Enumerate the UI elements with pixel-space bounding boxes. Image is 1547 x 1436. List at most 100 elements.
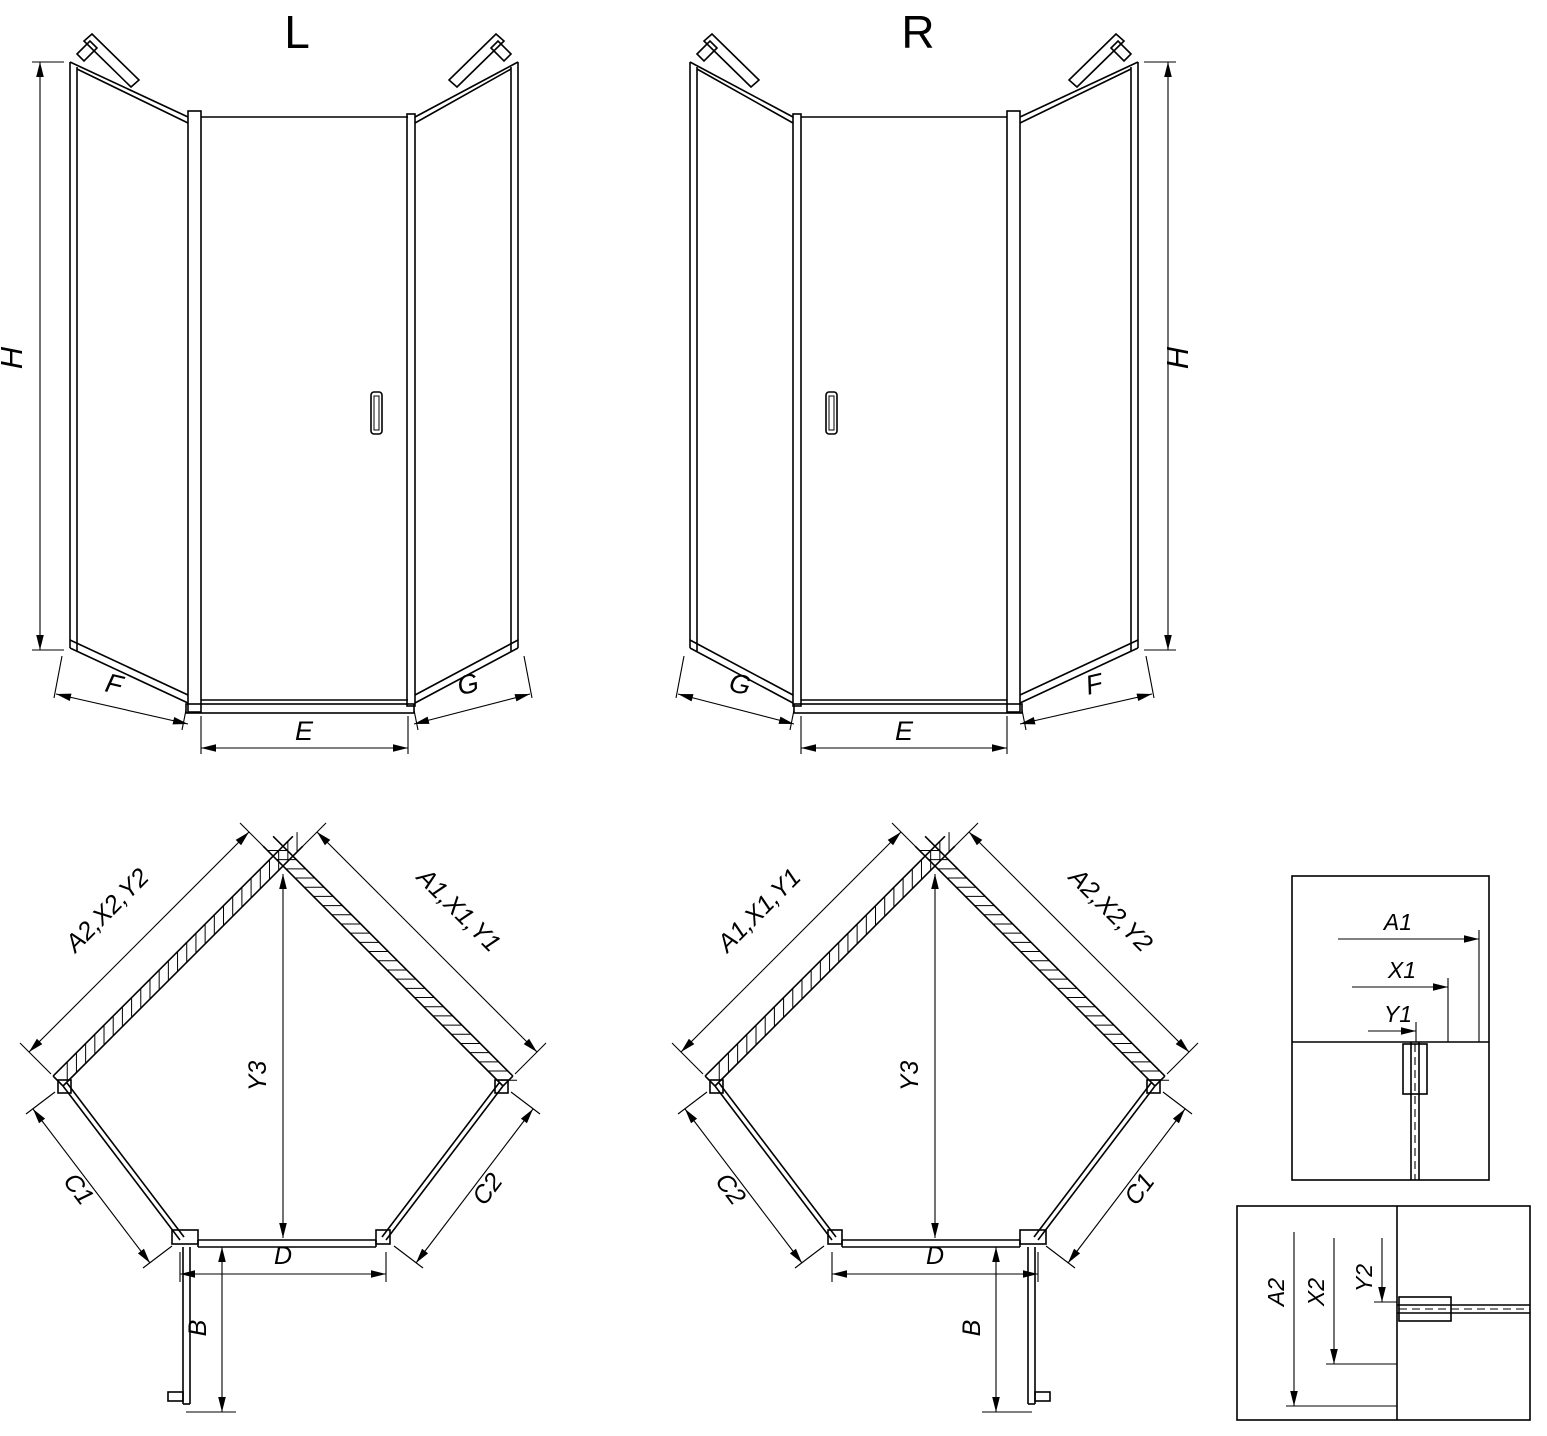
- dim-g: G: [675, 655, 795, 731]
- dim-label-door-width: D: [274, 1242, 292, 1270]
- plan-view-right: A1,X1,Y1 A2,X2,Y2 Y3 C2 C1 D: [671, 822, 1199, 1413]
- threshold: [793, 703, 1023, 714]
- door-panel: [201, 116, 408, 701]
- wall-right-hatch: [262, 835, 518, 1087]
- dim-label-f: F: [103, 668, 127, 701]
- door-handle: [825, 391, 838, 435]
- wall-profile: [1398, 1296, 1452, 1322]
- right-side-panel: [414, 61, 519, 704]
- open-door: [1027, 1247, 1051, 1405]
- front-view-left: L: [0, 6, 533, 754]
- dim-door-width: D: [179, 1242, 387, 1282]
- detail-view-bottom: A2 X2 Y2: [1236, 1205, 1531, 1421]
- dim-side-left: C2: [677, 1091, 825, 1269]
- dim-label-g: G: [726, 667, 753, 701]
- wall-profile: [1402, 1043, 1428, 1095]
- dim-label-depth: Y3: [896, 1061, 924, 1092]
- dim-label-a2: A2: [1263, 1278, 1289, 1308]
- variant-title-left: L: [284, 6, 310, 58]
- dim-y2: Y2: [1351, 1238, 1397, 1303]
- dim-label-side-right: C2: [467, 1168, 509, 1210]
- glass-section: [1402, 1042, 1428, 1180]
- dim-label-x2: X2: [1303, 1278, 1329, 1307]
- dim-label-e: E: [295, 716, 314, 746]
- side-profile: [792, 113, 802, 707]
- dim-label-side-left: C2: [710, 1168, 752, 1210]
- front-door-edge: [827, 1229, 1047, 1248]
- side-glass-left: [57, 1079, 185, 1241]
- dim-side-right: C1: [1045, 1091, 1193, 1269]
- side-glass-left: [709, 1079, 837, 1241]
- wall-right-hatch: [914, 835, 1170, 1087]
- hinge-profile: [1006, 110, 1021, 713]
- plan-view-left: A2,X2,Y2 A1,X1,Y1 Y3 C1 C2 D: [19, 822, 547, 1413]
- dim-side-left: C1: [25, 1091, 173, 1269]
- door-handle-inner: [828, 395, 835, 431]
- door-handle: [370, 391, 383, 435]
- dim-label-side-right: C1: [1119, 1168, 1161, 1210]
- hinge-block: [171, 1229, 199, 1245]
- wall-left-hatch: [52, 832, 304, 1087]
- dim-door-open: B: [958, 1247, 1032, 1413]
- dim-door-width: D: [831, 1242, 1039, 1282]
- dim-a1: A1: [1338, 909, 1480, 1042]
- dim-label-door-open: B: [184, 1320, 212, 1337]
- dim-height: H: [0, 61, 64, 651]
- dim-label-x1: X1: [1387, 957, 1416, 983]
- dim-label-a1: A1: [1382, 909, 1412, 935]
- door-panel: [801, 116, 1007, 701]
- right-side-panel: [1019, 61, 1139, 704]
- dim-label-y2: Y2: [1351, 1264, 1377, 1292]
- dim-label-door-width: D: [926, 1242, 944, 1270]
- dim-wall-right: A1,X1,Y1: [294, 822, 547, 1075]
- corner-profile: [375, 1229, 391, 1245]
- left-side-panel: [689, 61, 794, 704]
- dim-side-right: C2: [393, 1091, 541, 1269]
- detail-view-top: A1 X1 Y1: [1291, 875, 1490, 1181]
- wall-bracket-left-icon: [695, 32, 761, 89]
- dim-height: H: [1144, 61, 1195, 651]
- dim-label-wall-left: A2,X2,Y2: [59, 863, 155, 959]
- dim-label-h: H: [0, 346, 29, 369]
- glass-section: [1397, 1296, 1530, 1322]
- dim-label-depth: Y3: [244, 1061, 272, 1092]
- dim-depth: Y3: [896, 874, 939, 1238]
- dim-label-wall-right: A2,X2,Y2: [1062, 862, 1158, 958]
- variant-title-right: R: [901, 6, 934, 58]
- front-door-edge: [171, 1229, 391, 1248]
- dim-label-side-left: C1: [58, 1168, 100, 1210]
- dim-g: G: [413, 655, 533, 731]
- side-glass-right: [381, 1079, 509, 1241]
- front-view-right: R: [675, 6, 1195, 754]
- dim-label-wall-left: A1,X1,Y1: [711, 863, 807, 959]
- dim-label-e: E: [895, 716, 914, 746]
- dim-a2: A2: [1263, 1232, 1397, 1407]
- door-handle-inner: [373, 395, 380, 431]
- dim-label-h: H: [1160, 346, 1195, 369]
- dim-x1: X1: [1352, 957, 1449, 1042]
- door-handle: [1034, 1391, 1051, 1402]
- dim-wall-left: A2,X2,Y2: [19, 822, 272, 1075]
- dim-x2: X2: [1303, 1238, 1397, 1365]
- side-profile: [406, 113, 416, 707]
- side-glass-right: [1033, 1079, 1161, 1241]
- dim-e: E: [800, 716, 1008, 754]
- dim-depth: Y3: [244, 874, 287, 1238]
- wall-profile: [57, 1079, 72, 1094]
- threshold: [185, 703, 415, 714]
- wall-bracket-right-icon: [1067, 32, 1133, 89]
- wall-bracket-right-icon: [447, 32, 513, 89]
- wall-profile: [709, 1079, 724, 1094]
- wall-profile: [494, 1079, 509, 1094]
- wall-profile: [1146, 1079, 1161, 1094]
- dim-y1: Y1: [1368, 1001, 1417, 1042]
- dim-label-f: F: [1083, 667, 1107, 700]
- dim-wall-right: A2,X2,Y2: [946, 822, 1199, 1075]
- dim-wall-left: A1,X1,Y1: [671, 822, 924, 1075]
- hinge-block: [1019, 1229, 1047, 1245]
- dim-label-wall-right: A1,X1,Y1: [410, 862, 506, 958]
- wall-left-hatch: [704, 832, 956, 1087]
- dim-door-open: B: [184, 1247, 236, 1413]
